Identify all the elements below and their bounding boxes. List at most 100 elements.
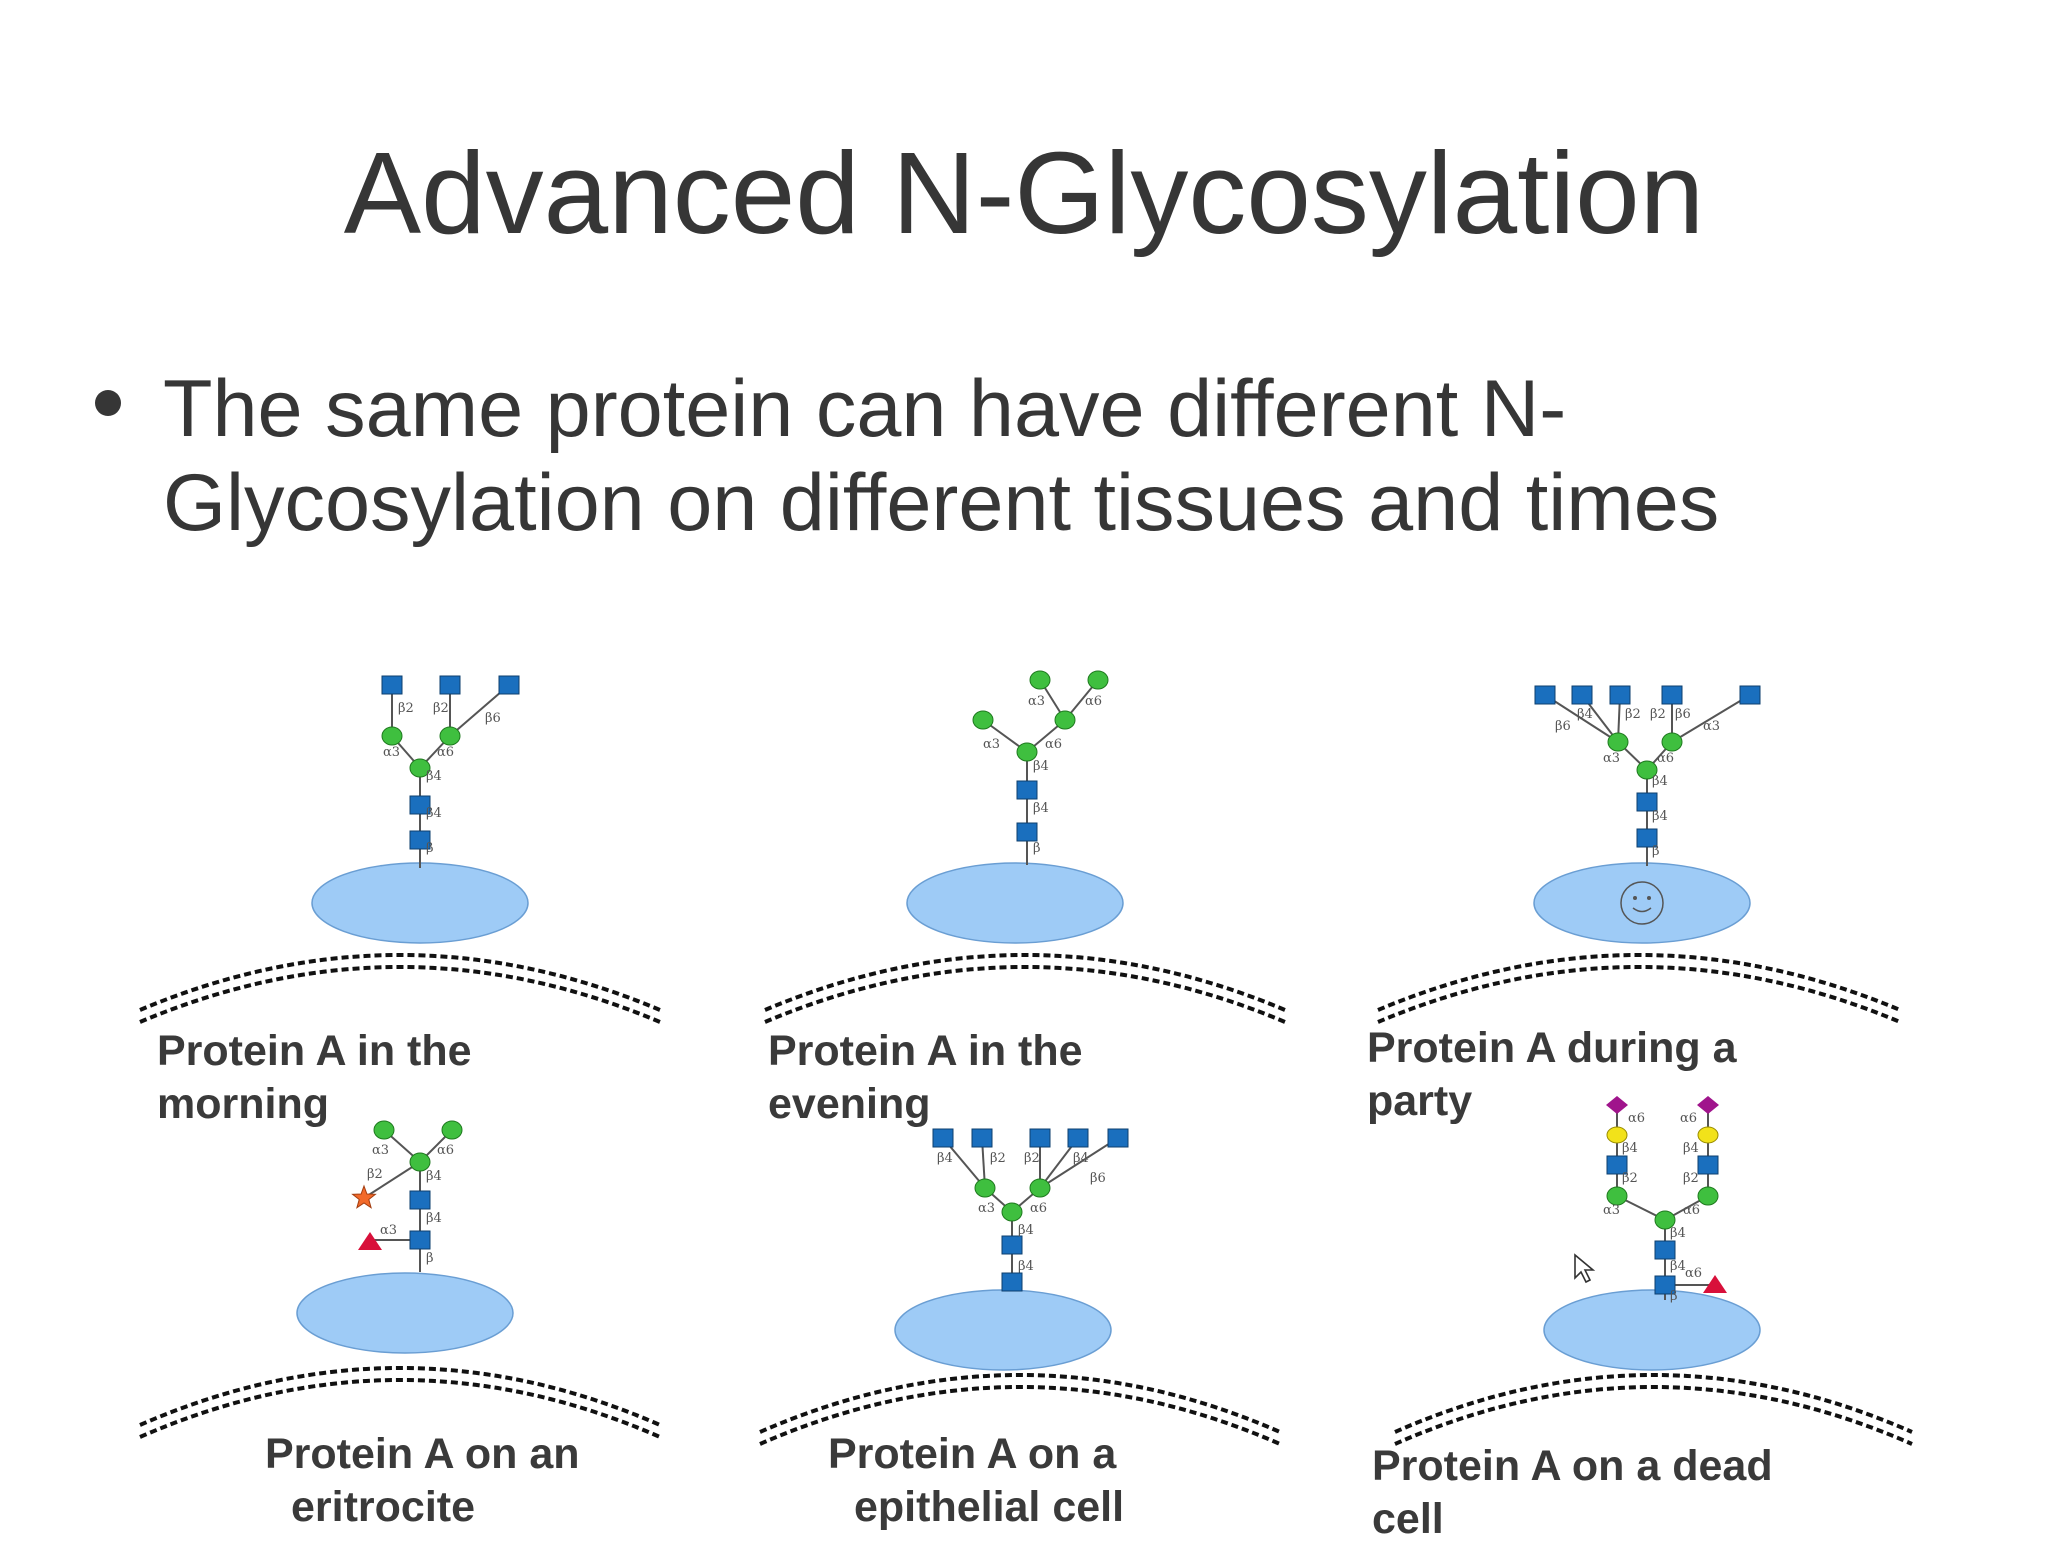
glcnac-square [1016,822,1038,842]
glcnac-square [381,675,403,695]
mannose-circle [439,726,461,746]
proteins [296,862,1761,1371]
mannose-circle [1029,670,1051,690]
linkage-label: β4 [426,806,442,821]
membrane-arc [1377,953,1901,1012]
glcnac-square [1001,1272,1023,1292]
linkage-label: α6 [1030,1201,1047,1216]
glcnac-square [409,795,431,815]
linkage-label: β2 [1683,1171,1699,1186]
caption-party: Protein A during a party [1367,1024,1737,1125]
linkage-label: β [426,841,434,856]
membrane-arc [139,1366,661,1427]
caption-dead-cell: Protein A on a dead cell [1372,1442,1773,1543]
glcnac-square [1001,1235,1023,1255]
protein-oval-6 [1543,1289,1761,1371]
glcnac-square [409,1230,431,1250]
membrane-arc [1394,1385,1913,1446]
linkage-label: α6 [1680,1111,1697,1126]
membrane-arc [759,1385,1281,1446]
caption-epithelial: Protein A on a epithelial cell [828,1430,1125,1531]
linkage-label: β4 [937,1151,953,1166]
fucose-triangle [358,1232,382,1250]
glcnac-square [971,1128,993,1148]
glcnac-square [932,1128,954,1148]
mannose-circle [409,1152,431,1172]
protein-oval-1 [311,862,529,944]
linkage-label: α6 [1628,1111,1645,1126]
linkage-label: β4 [1033,759,1049,774]
bullet-line-2: Glycosylation on different tissues and t… [163,458,1720,548]
linkage-label: β4 [1670,1226,1686,1241]
mannose-circle [441,1120,463,1140]
linkage-label: α3 [1028,694,1045,709]
linkage-label: α6 [1683,1203,1700,1218]
linkage-label: α6 [1085,694,1102,709]
mannose-circle [1654,1210,1676,1230]
glycan-bond [1671,694,1751,743]
membrane-arc [1394,1373,1913,1434]
linkage-label: β6 [1555,719,1571,734]
membrane-arc [764,953,1286,1012]
linkage-label: β4 [426,769,442,784]
linkage-label: β2 [1024,1151,1040,1166]
linkage-label: β4 [1622,1141,1638,1156]
glcnac-square [1636,792,1658,812]
linkage-label: β4 [426,1169,442,1184]
linkage-label: β2 [1622,1171,1638,1186]
mannose-circle [1607,732,1629,752]
glcnac-square [409,830,431,850]
linkage-label: α6 [437,745,454,760]
bullet-text: The same protein can have different N- G… [163,362,1963,550]
linkage-label: β2 [1625,707,1641,722]
glcnac-square [1029,1128,1051,1148]
linkage-label: β4 [426,1211,442,1226]
linkage-label: β4 [1018,1259,1034,1274]
cell-membranes [139,953,1913,1446]
mannose-circle [381,726,403,746]
glcnac-square [1654,1240,1676,1260]
mannose-circle [1029,1178,1051,1198]
linkage-label: β [1652,844,1660,859]
protein-oval-3 [1533,862,1751,944]
linkage-label: β4 [1018,1223,1034,1238]
linkage-label: α3 [372,1143,389,1158]
membrane-arc [1377,965,1901,1024]
linkage-label: α6 [1657,751,1674,766]
glcnac-square [1107,1128,1129,1148]
linkage-label: β2 [1650,707,1666,722]
caption-morning: Protein A in the morning [157,1027,472,1128]
membrane-2 [764,953,1286,1024]
linkage-label: β2 [990,1151,1006,1166]
mannose-circle [373,1120,395,1140]
linkage-label: β6 [1090,1171,1106,1186]
mannose-circle [974,1178,996,1198]
linkage-label: β2 [398,701,414,716]
linkage-label: α6 [1045,737,1062,752]
sialic-acid-diamond [1697,1096,1719,1114]
sialic-acid-diamond [1606,1096,1628,1114]
membrane-arc [139,1378,661,1439]
glcnac-square [1067,1128,1089,1148]
mannose-circle [1697,1186,1719,1206]
glcnac-square [1661,685,1683,705]
bullet-line-1: The same protein can have different N- [163,364,1567,454]
linkage-label: β4 [1683,1141,1699,1156]
membrane-arc [139,953,661,1012]
mannose-circle [1661,732,1683,752]
membrane-3 [1377,953,1901,1024]
linkage-label: β4 [1577,707,1593,722]
glcnac-square [409,1190,431,1210]
glcnac-square [1534,685,1556,705]
linkage-label: β [426,1251,434,1266]
membrane-6 [1394,1373,1913,1446]
glcnac-square [1571,685,1593,705]
glcnac-square [1739,685,1761,705]
membrane-arc [759,1373,1281,1434]
galactose-circle [1697,1126,1719,1144]
linkage-label: α3 [983,737,1000,752]
